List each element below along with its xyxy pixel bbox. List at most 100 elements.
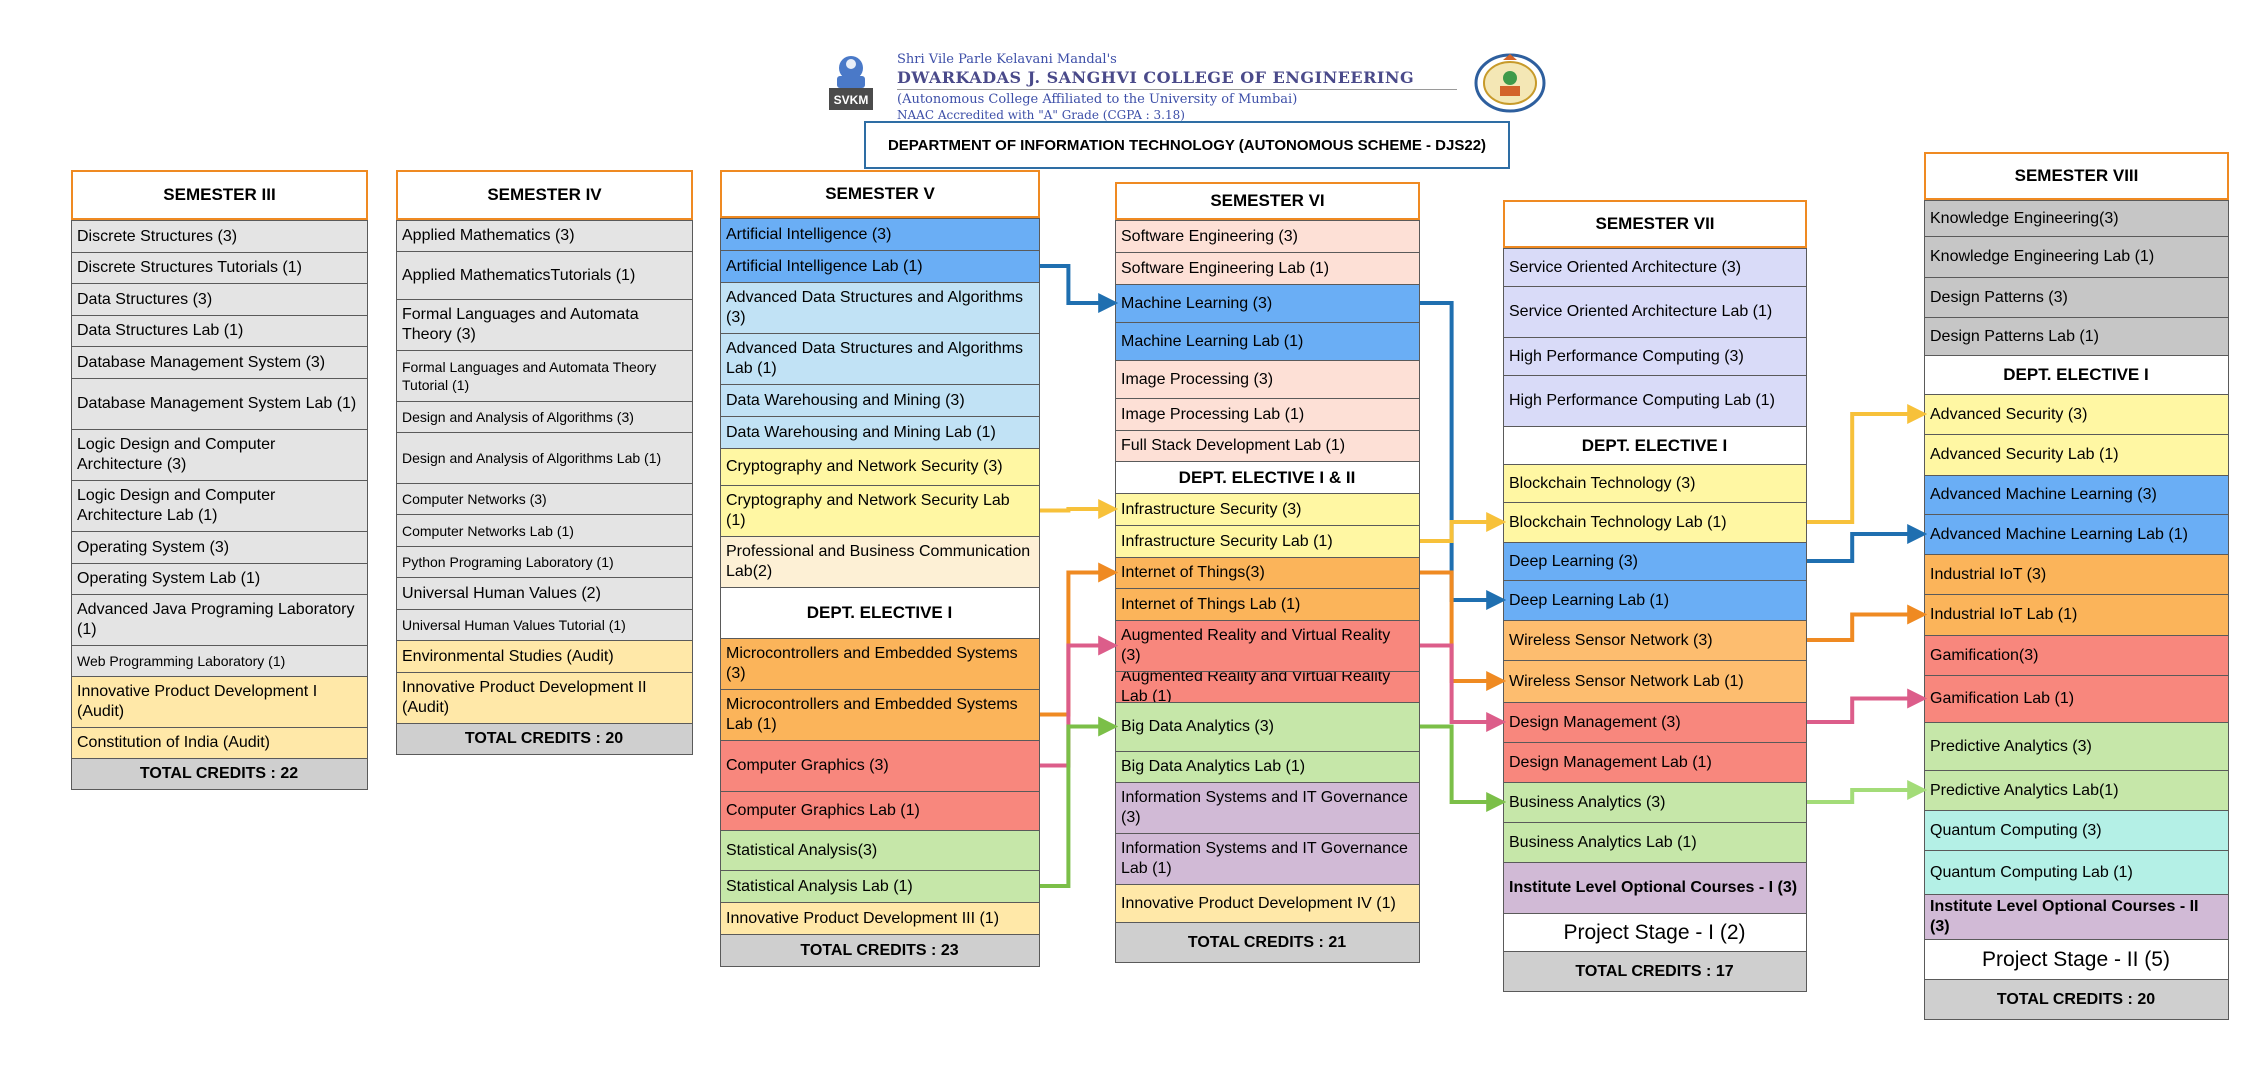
course-list: Artificial Intelligence (3)Artificial In… — [720, 218, 1040, 967]
course-cell: Advanced Security Lab (1) — [1925, 434, 2228, 475]
course-cell: Knowledge Engineering Lab (1) — [1925, 236, 2228, 277]
course-cell: Microcontrollers and Embedded Systems (3… — [721, 638, 1039, 689]
course-cell: Logic Design and Computer Architecture L… — [72, 480, 367, 531]
course-cell: Project Stage - I (2) — [1504, 913, 1806, 951]
elective-heading: DEPT. ELECTIVE I — [721, 587, 1039, 638]
trust-name: Shri Vile Parle Kelavani Mandal's — [897, 52, 1117, 67]
course-cell: Cryptography and Network Security Lab (1… — [721, 485, 1039, 536]
course-cell: Constitution of India (Audit) — [72, 727, 367, 758]
college-seal-logo — [1474, 53, 1546, 113]
course-cell: Applied Mathematics (3) — [397, 220, 692, 251]
course-cell: Blockchain Technology Lab (1) — [1504, 502, 1806, 542]
course-cell: Operating System (3) — [72, 531, 367, 563]
course-cell: Universal Human Values Tutorial (1) — [397, 609, 692, 640]
course-cell: Institute Level Optional Courses - I (3) — [1504, 862, 1806, 913]
course-cell: Applied MathematicsTutorials (1) — [397, 251, 692, 299]
course-cell: Machine Learning Lab (1) — [1116, 322, 1419, 360]
prerequisite-arrow — [1420, 643, 1507, 732]
department-title: DEPARTMENT OF INFORMATION TECHNOLOGY (AU… — [864, 121, 1510, 169]
course-cell: Quantum Computing Lab (1) — [1925, 850, 2228, 894]
course-cell: Artificial Intelligence Lab (1) — [721, 250, 1039, 282]
prerequisite-arrow — [1807, 524, 1928, 563]
course-cell: Knowledge Engineering(3) — [1925, 200, 2228, 236]
course-cell: Professional and Business Communication … — [721, 536, 1039, 587]
college-header: SVKM Shri Vile Parle Kelavani Mandal's D… — [819, 48, 1549, 122]
course-cell: Python Programing Laboratory (1) — [397, 546, 692, 577]
course-cell: Innovative Product Development III (1) — [721, 902, 1039, 934]
course-cell: Operating System Lab (1) — [72, 563, 367, 594]
course-cell: Computer Graphics Lab (1) — [721, 791, 1039, 830]
course-cell: Service Oriented Architecture Lab (1) — [1504, 286, 1806, 337]
course-cell: Industrial IoT (3) — [1925, 554, 2228, 594]
college-name: DWARKADAS J. SANGHVI COLLEGE OF ENGINEER… — [897, 68, 1415, 87]
course-cell: Software Engineering Lab (1) — [1116, 252, 1419, 284]
elective-heading: DEPT. ELECTIVE I — [1504, 426, 1806, 464]
course-cell: Design and Analysis of Algorithms Lab (1… — [397, 432, 692, 483]
prerequisite-arrow — [1420, 724, 1507, 812]
prerequisite-arrow — [1040, 635, 1119, 768]
course-cell: Augmented Reality and Virtual Reality La… — [1116, 671, 1419, 702]
course-list: Discrete Structures (3)Discrete Structur… — [71, 220, 368, 790]
course-cell: Augmented Reality and Virtual Reality (3… — [1116, 620, 1419, 671]
semester-title: SEMESTER III — [71, 170, 368, 220]
course-cell: Database Management System (3) — [72, 346, 367, 378]
elective-heading: DEPT. ELECTIVE I — [1925, 355, 2228, 394]
course-cell: Software Engineering (3) — [1116, 220, 1419, 252]
svkm-logo: SVKM — [829, 56, 873, 110]
course-cell: Big Data Analytics Lab (1) — [1116, 751, 1419, 782]
course-cell: Big Data Analytics (3) — [1116, 702, 1419, 751]
course-cell: Information Systems and IT Governance (3… — [1116, 782, 1419, 833]
course-cell: Logic Design and Computer Architecture (… — [72, 429, 367, 480]
semester-title: SEMESTER V — [720, 170, 1040, 218]
course-cell: Computer Networks Lab (1) — [397, 514, 692, 546]
semester-title: SEMESTER IV — [396, 170, 693, 220]
course-cell: Business Analytics (3) — [1504, 782, 1806, 822]
header-rule — [897, 89, 1457, 90]
course-cell: Universal Human Values (2) — [397, 577, 692, 609]
course-cell: Design Patterns (3) — [1925, 277, 2228, 317]
prerequisite-arrow — [1040, 562, 1119, 717]
course-list: Knowledge Engineering(3)Knowledge Engine… — [1924, 200, 2229, 1020]
course-cell: Information Systems and IT Governance La… — [1116, 833, 1419, 884]
course-cell: Discrete Structures Tutorials (1) — [72, 252, 367, 283]
course-cell: Statistical Analysis(3) — [721, 830, 1039, 870]
total-credits: TOTAL CREDITS : 21 — [1116, 922, 1419, 962]
course-cell: Design Management Lab (1) — [1504, 742, 1806, 782]
course-cell: Innovative Product Development II (Audit… — [397, 672, 692, 723]
naac-text: NAAC Accredited with "A" Grade (CGPA : 3… — [897, 108, 1185, 122]
course-cell: Data Structures (3) — [72, 283, 367, 315]
course-cell: Formal Languages and Automata Theory Tut… — [397, 350, 692, 401]
course-cell: Artificial Intelligence (3) — [721, 218, 1039, 250]
course-cell: Microcontrollers and Embedded Systems La… — [721, 689, 1039, 740]
course-cell: Deep Learning (3) — [1504, 542, 1806, 580]
course-cell: Web Programming Laboratory (1) — [72, 645, 367, 676]
course-cell: Wireless Sensor Network (3) — [1504, 620, 1806, 660]
course-cell: Innovative Product Development IV (1) — [1116, 884, 1419, 922]
course-cell: Internet of Things(3) — [1116, 557, 1419, 588]
course-cell: Advanced Machine Learning (3) — [1925, 475, 2228, 514]
course-cell: Quantum Computing (3) — [1925, 810, 2228, 850]
prerequisite-arrow — [1807, 604, 1928, 642]
semester-title: SEMESTER VII — [1503, 200, 1807, 248]
course-cell: Advanced Data Structures and Algorithms … — [721, 282, 1039, 333]
course-cell: Advanced Security (3) — [1925, 394, 2228, 434]
course-cell: Infrastructure Security (3) — [1116, 493, 1419, 525]
course-cell: Image Processing Lab (1) — [1116, 398, 1419, 430]
course-cell: Institute Level Optional Courses - II (3… — [1925, 894, 2228, 939]
prerequisite-arrow — [1040, 264, 1119, 313]
course-cell: Image Processing (3) — [1116, 360, 1419, 398]
course-cell: Project Stage - II (5) — [1925, 939, 2228, 979]
course-cell: Advanced Machine Learning Lab (1) — [1925, 514, 2228, 554]
course-cell: Service Oriented Architecture (3) — [1504, 248, 1806, 286]
course-cell: Data Warehousing and Mining (3) — [721, 384, 1039, 416]
prerequisite-arrow — [1807, 404, 1928, 524]
prerequisite-arrow — [1807, 688, 1928, 724]
course-cell: Data Structures Lab (1) — [72, 315, 367, 346]
